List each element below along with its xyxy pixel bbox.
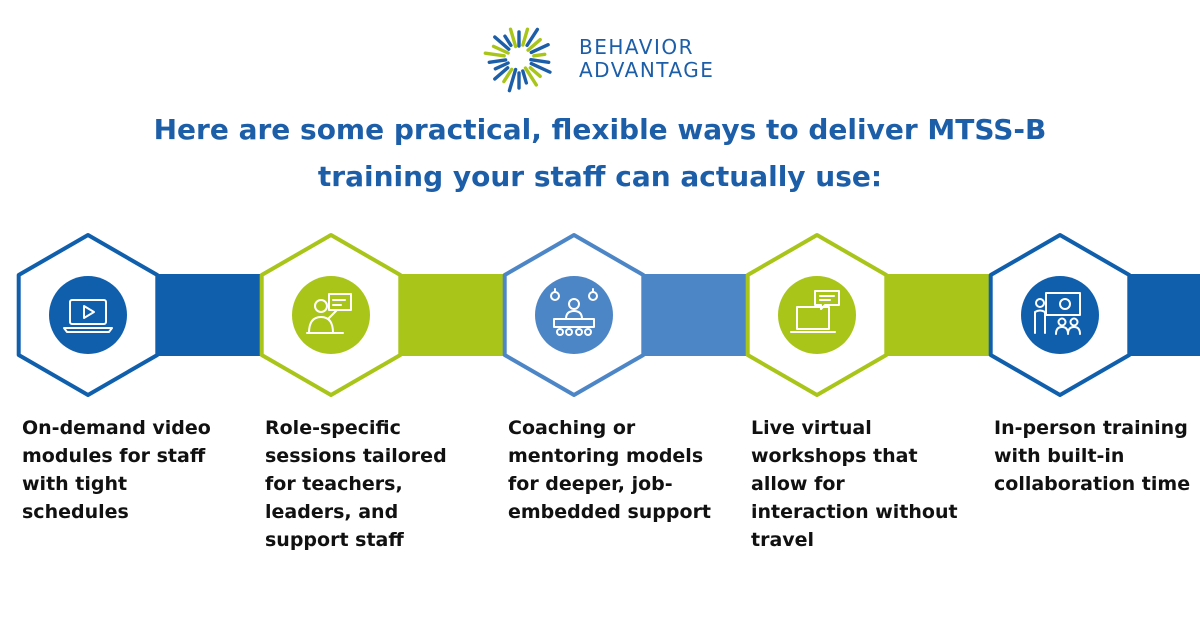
connector-band-5	[1120, 274, 1200, 356]
presenter-whiteboard-icon	[306, 293, 352, 334]
brand-name-line2: ADVANTAGE	[579, 58, 715, 82]
step-4-icon-circle	[778, 276, 856, 354]
logo-ray	[483, 51, 506, 58]
step-1: On-demand video modules for staff with t…	[22, 414, 237, 526]
starburst-logo-icon	[483, 27, 552, 93]
page-title-line1: Here are some practical, flexible ways t…	[153, 113, 1047, 146]
brand-name-line1: BEHAVIOR	[579, 35, 695, 59]
logo-ray	[529, 58, 551, 64]
brand-name: BEHAVIOR ADVANTAGE	[579, 36, 714, 82]
logo-ray	[529, 43, 550, 55]
virtual-chat-laptop-icon	[790, 290, 840, 333]
logo-ray	[503, 34, 513, 48]
logo-ray	[493, 35, 511, 51]
connector-band-3	[630, 274, 765, 356]
brand-logo: BEHAVIOR ADVANTAGE	[483, 22, 723, 93]
step-5: In-person training with built-in collabo…	[994, 414, 1200, 498]
logo-ray	[502, 67, 514, 84]
logo-ray	[493, 66, 510, 81]
connector-band-4	[875, 274, 1010, 356]
step-2: Role-specific sessions tailored for teac…	[265, 414, 480, 554]
logo-ray	[521, 27, 530, 47]
logo-ray	[532, 52, 547, 58]
logo-ray	[526, 37, 542, 52]
in-person-collaboration-icon	[1034, 292, 1081, 335]
logo-ray	[507, 67, 518, 93]
step-3-text: Coaching or mentoring models for deeper,…	[508, 417, 712, 523]
logo-ray	[521, 69, 529, 85]
connector-band-1	[140, 274, 275, 356]
step-3: Coaching or mentoring models for deeper,…	[508, 414, 723, 526]
step-2-text: Role-specific sessions tailored for teac…	[265, 417, 447, 551]
process-timeline	[16, 233, 1200, 397]
logo-ray	[487, 58, 508, 64]
logo-ray	[493, 61, 510, 71]
step-1-text: On-demand video modules for staff with t…	[22, 417, 211, 523]
logo-ray	[525, 27, 540, 48]
logo-ray	[491, 44, 510, 55]
connector-band-2	[385, 274, 520, 356]
mentor-group-icon	[550, 288, 598, 336]
video-monitor-icon	[63, 299, 113, 333]
logo-ray	[508, 27, 518, 49]
page-title-line2: training your staff can actually use:	[317, 160, 883, 193]
connector-bands	[140, 274, 1200, 356]
logo-ray	[528, 66, 542, 79]
logo-ray	[523, 66, 539, 87]
step-3-icon-circle	[535, 276, 613, 354]
step-4: Live virtual workshops that allow for in…	[751, 414, 966, 554]
logo-ray	[529, 61, 552, 74]
page-title: Here are some practical, flexible ways t…	[100, 106, 1100, 200]
step-4-text: Live virtual workshops that allow for in…	[751, 417, 958, 551]
step-5-text: In-person training with built-in collabo…	[994, 417, 1191, 495]
